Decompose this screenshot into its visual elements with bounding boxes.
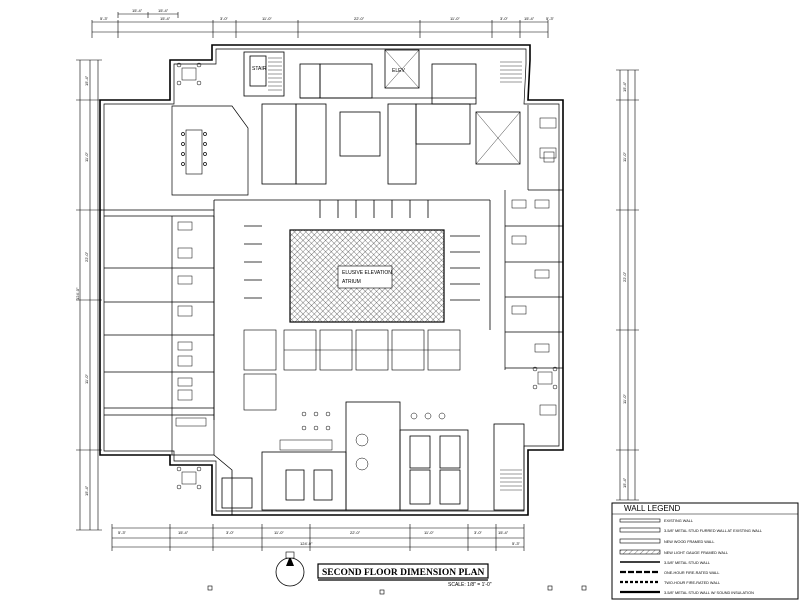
dim-bottom-9: 5'-3" <box>512 541 521 546</box>
dim-top-8: 15'-4" <box>524 16 535 21</box>
conference-room <box>171 105 249 196</box>
dim-bottom-4: 11'-0" <box>274 530 284 535</box>
elevator-shafts <box>384 49 521 165</box>
dim-bottom-3: 3'-0" <box>226 530 235 535</box>
dim-left-overall: 124'-0" <box>75 287 80 300</box>
exterior-wall-inner-lines <box>103 48 560 512</box>
dim-right-5: 15'-4" <box>622 477 627 488</box>
dim-bottom-overall: 124'-0" <box>300 541 313 546</box>
dim-top-9: 5'-3" <box>546 16 555 21</box>
dim-top-7: 3'-0" <box>500 16 509 21</box>
stair-treads <box>268 57 522 491</box>
dim-top-2: 15'-4" <box>160 16 171 21</box>
legend-item: TWO-HOUR FIRE-RATED WALL <box>664 581 720 585</box>
top-core <box>243 49 521 185</box>
legend-item: EXISTING WALL <box>664 519 693 523</box>
corner-lounges <box>176 62 558 490</box>
workstation-clusters <box>243 329 461 411</box>
dim-bottom-5: 22'-0" <box>350 530 361 535</box>
legend-item: NEW WOOD FRAMED WALL <box>664 540 715 544</box>
legend-item: 3-5/8" METAL STUD WALL <box>664 561 710 565</box>
north-arrow-pointer-icon <box>286 556 294 566</box>
dim-top-4: 11'-0" <box>262 16 272 21</box>
wall-legend <box>611 502 799 600</box>
legend-item: ONE-HOUR FIRE-RATED WALL <box>664 571 719 575</box>
dim-top-outer-1: 15'-4" <box>132 8 143 13</box>
dim-top-outer-2: 15'-4" <box>158 8 169 13</box>
dim-bottom-7: 3'-0" <box>474 530 483 535</box>
exterior-walls <box>99 44 564 516</box>
legend-items: EXISTING WALL 3-5/8" METAL STUD FURRED W… <box>664 519 762 595</box>
legend-item: 3-5/8" METAL STUD FURRED WALL AT EXISTIN… <box>664 529 762 533</box>
dim-left-3: 22'-0" <box>84 251 89 262</box>
dim-bottom-8: 15'-4" <box>498 530 509 535</box>
plan-title: SECOND FLOOR DIMENSION PLAN <box>322 568 484 578</box>
legend-title: WALL LEGEND <box>624 504 681 513</box>
bottom-core <box>170 401 525 515</box>
legend-item: 3-5/8" METAL STUD WALL W/ SOUND INSULATI… <box>664 591 754 595</box>
right-offices <box>504 105 563 370</box>
dimension-text: 15'-4" 15'-4" 5'-3" 15'-4" 3'-0" 11'-0" … <box>75 8 627 546</box>
dimension-ticks <box>76 12 639 551</box>
dim-right-4: 11'-0" <box>622 394 627 404</box>
left-office-furniture <box>175 221 207 427</box>
dim-top-3: 3'-0" <box>220 16 229 21</box>
column-markers <box>207 585 587 595</box>
dim-left-4: 11'-0" <box>84 374 89 384</box>
dim-right-2: 11'-0" <box>622 152 627 162</box>
dim-bottom-1: 5'-3" <box>118 530 127 535</box>
plan-scale: SCALE: 1/8" = 1'-0" <box>448 582 492 588</box>
right-office-furniture <box>511 117 557 416</box>
dim-bottom-2: 15'-4" <box>178 530 189 535</box>
legend-item: NEW LIGHT GAUGE FRAMED WALL <box>664 551 728 555</box>
dim-left-5: 15'-4" <box>84 485 89 496</box>
dim-bottom-6: 11'-0" <box>424 530 434 535</box>
dim-top-1: 5'-3" <box>100 16 109 21</box>
open-office-partitions <box>213 199 491 420</box>
title-block <box>275 551 489 587</box>
elevator-label: ELEV <box>392 68 405 74</box>
atrium-label-line1: ELUSIVE ELEVATION <box>342 270 392 276</box>
dim-top-5: 22'-0" <box>354 16 365 21</box>
dim-left-1: 15'-4" <box>84 75 89 86</box>
dimension-lines <box>79 13 636 548</box>
dim-right-1: 15'-4" <box>622 81 627 92</box>
stair-label: STAIR <box>252 66 267 72</box>
dim-top-6: 11'-0" <box>450 16 460 21</box>
bottom-furniture <box>279 411 446 471</box>
dim-right-3: 22'-0" <box>622 271 627 282</box>
dim-left-2: 11'-0" <box>84 152 89 162</box>
atrium <box>289 229 445 323</box>
atrium-label-line2: ATRIUM <box>342 279 361 285</box>
